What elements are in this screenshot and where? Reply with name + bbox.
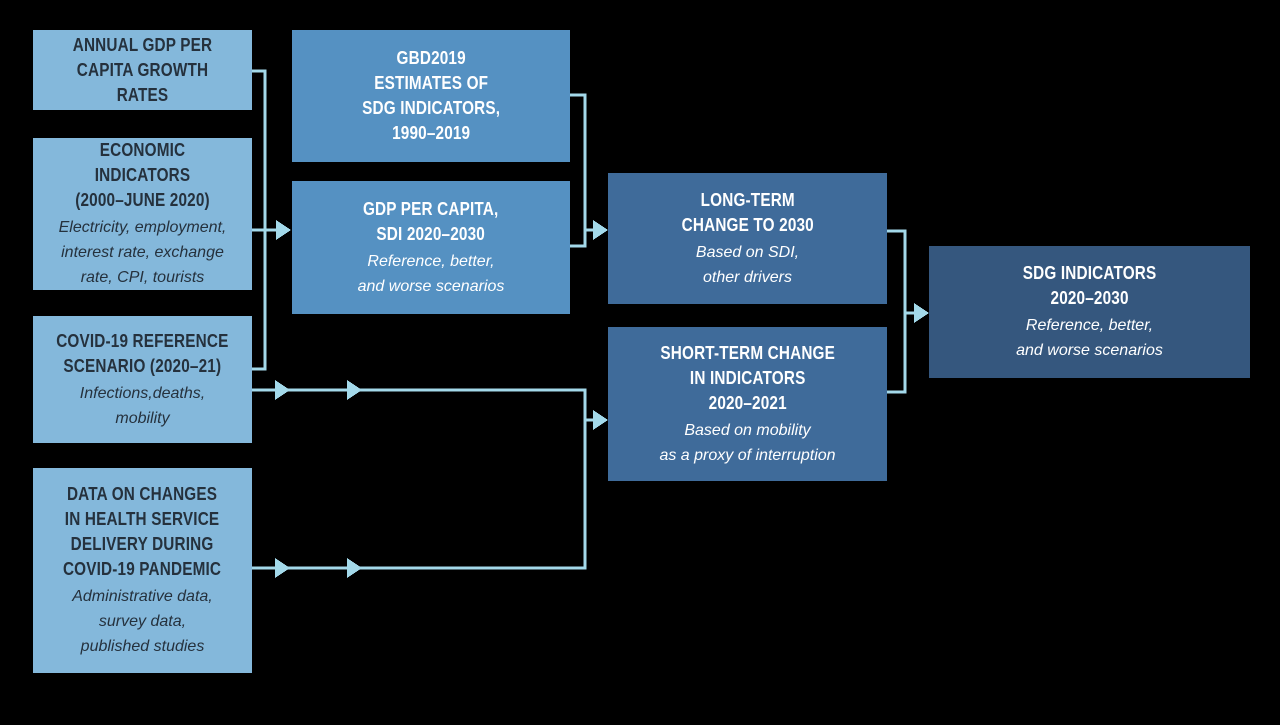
box-title: ANNUAL GDP PER CAPITA GROWTH RATES xyxy=(72,34,213,105)
box-health-service-data: DATA ON CHANGES IN HEALTH SERVICE DELIVE… xyxy=(33,468,252,673)
box-title: COVID-19 REFERENCE SCENARIO (2020–21) xyxy=(56,330,229,376)
arrowhead-icon xyxy=(276,220,291,240)
connector-longterm-shortterm-rail xyxy=(887,229,907,394)
connector-economic-to-gdp xyxy=(252,220,291,240)
box-title: GDP PER CAPITA, SDI 2020–2030 xyxy=(363,198,499,244)
connector-gbd-gdp-rail xyxy=(570,93,587,248)
box-subtitle: Based on mobility as a proxy of interrup… xyxy=(659,421,836,464)
arrowhead-icon xyxy=(275,380,290,400)
arrowhead-icon xyxy=(347,558,362,578)
arrowhead-icon xyxy=(914,303,929,323)
box-gdp-per-capita-sdi: GDP PER CAPITA, SDI 2020–2030 Reference,… xyxy=(292,181,570,314)
box-subtitle: Reference, better, and worse scenarios xyxy=(1016,317,1163,359)
box-title: ECONOMIC INDICATORS (2000–JUNE 2020) xyxy=(75,140,210,210)
box-title: LONG-TERM CHANGE TO 2030 xyxy=(681,189,814,235)
box-title: GBD2019 ESTIMATES OF SDG INDICATORS, 199… xyxy=(361,48,500,143)
box-covid-reference-scenario: COVID-19 REFERENCE SCENARIO (2020–21) In… xyxy=(33,316,252,443)
box-subtitle: Electricity, employment, interest rate, … xyxy=(58,219,227,286)
connector-annual-covid-rail xyxy=(252,69,267,371)
connector-rail-to-sdg xyxy=(905,303,929,323)
connector-covid-data-rail xyxy=(252,380,587,578)
connector-rail-to-shortterm xyxy=(585,410,608,430)
box-title: SDG INDICATORS 2020–2030 xyxy=(1022,263,1157,308)
box-gbd2019-estimates: GBD2019 ESTIMATES OF SDG INDICATORS, 199… xyxy=(292,30,570,162)
box-subtitle: Reference, better, and worse scenarios xyxy=(357,252,505,295)
arrowhead-icon xyxy=(347,380,362,400)
box-economic-indicators: ECONOMIC INDICATORS (2000–JUNE 2020) Ele… xyxy=(33,138,252,290)
box-annual-gdp-growth: ANNUAL GDP PER CAPITA GROWTH RATES xyxy=(33,30,252,110)
box-sdg-indicators: SDG INDICATORS 2020–2030 Reference, bett… xyxy=(929,246,1250,378)
arrowhead-icon xyxy=(593,220,608,240)
arrowhead-icon xyxy=(593,410,608,430)
box-subtitle: Infections,deaths, mobility xyxy=(79,384,206,427)
connector-rail-to-longterm xyxy=(585,220,608,240)
box-short-term-change: SHORT-TERM CHANGE IN INDICATORS 2020–202… xyxy=(608,327,887,481)
box-subtitle: Based on SDI, other drivers xyxy=(695,243,800,286)
box-long-term-change: LONG-TERM CHANGE TO 2030 Based on SDI, o… xyxy=(608,173,887,304)
box-title: SHORT-TERM CHANGE IN INDICATORS 2020–202… xyxy=(660,342,835,413)
box-subtitle: Administrative data, survey data, publis… xyxy=(72,588,213,655)
box-title: DATA ON CHANGES IN HEALTH SERVICE DELIVE… xyxy=(63,484,222,579)
arrowhead-icon xyxy=(275,558,290,578)
